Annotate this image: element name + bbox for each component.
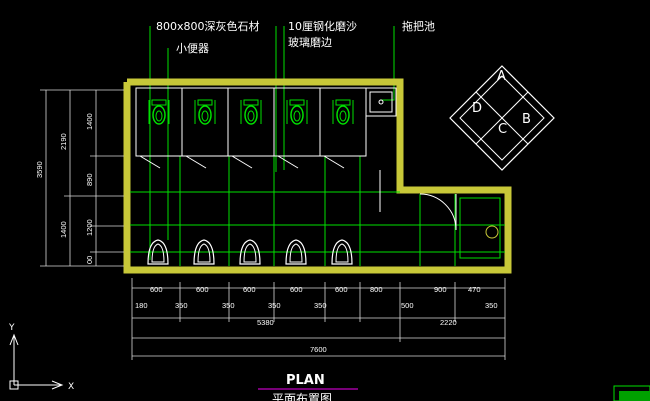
urinals — [147, 239, 353, 265]
dim-left-lower: 1400 — [59, 221, 68, 238]
mop-sink-annotation: 拖把池 — [402, 19, 435, 33]
building-walls — [123, 78, 512, 274]
dim-left-outer: 3590 — [35, 161, 44, 178]
dim-left-upper: 2190 — [59, 133, 68, 150]
urinal-annotation: 小便器 — [176, 42, 209, 55]
dim-b4-0: 7600 — [310, 345, 327, 354]
left-dimensions: 3590 2190 1400 1400 890 1200 00 — [35, 89, 124, 267]
stall-doors — [139, 155, 345, 169]
toilet-1 — [148, 99, 170, 125]
dim-b3-0: 5380 — [257, 318, 274, 327]
ucs-x-label: X — [68, 382, 74, 392]
urinal-2 — [193, 239, 215, 265]
bottom-dimensions: 600 600 600 600 600 800 900 470 180 350 … — [131, 278, 506, 360]
glass-annotation-line2: 玻璃磨边 — [288, 35, 332, 49]
dim-left-s3: 1200 — [85, 219, 94, 236]
dim-b3-1: 2220 — [440, 318, 457, 327]
dim-b2-1: 350 — [175, 301, 188, 310]
compass-label-d: D — [472, 101, 482, 116]
stall-2 — [181, 87, 229, 157]
dim-b1-2: 600 — [243, 285, 256, 294]
drawing-title: PLAN 平面布置图 — [258, 373, 358, 401]
compass-label-c: C — [498, 122, 507, 137]
dim-left-s4: 00 — [85, 256, 94, 264]
mop-sink — [365, 87, 397, 117]
dim-b2-5: 500 — [401, 301, 414, 310]
toilet-5 — [332, 99, 354, 125]
stall-3 — [227, 87, 275, 157]
dim-b2-0: 180 — [135, 301, 148, 310]
dim-b2-6: 350 — [485, 301, 498, 310]
urinal-5 — [331, 239, 353, 265]
compass-label-b: B — [522, 112, 531, 127]
title-subtitle: 平面布置图 — [272, 392, 332, 401]
dim-b1-6: 900 — [434, 285, 447, 294]
toilet-3 — [240, 99, 262, 125]
dim-left-s2: 890 — [85, 173, 94, 186]
glass-annotation-line1: 10厘钢化磨沙 — [288, 19, 357, 33]
stall-4 — [273, 87, 321, 157]
compass-diamond: A B C D — [449, 65, 555, 171]
stall-5 — [319, 87, 367, 157]
toilet-4 — [286, 99, 308, 125]
dim-b1-4: 600 — [335, 285, 348, 294]
floor-drain-icon — [485, 225, 499, 239]
ucs-y-label: Y — [8, 323, 15, 333]
dim-b2-3: 350 — [268, 301, 281, 310]
floor-tile-grid — [130, 156, 505, 266]
dim-b1-7: 470 — [468, 285, 481, 294]
urinal-1 — [147, 239, 169, 265]
toilet-stalls — [135, 87, 367, 157]
urinal-3 — [239, 239, 261, 265]
dim-b1-1: 600 — [196, 285, 209, 294]
toilet-fixtures — [148, 99, 354, 125]
title-plan: PLAN — [286, 373, 325, 388]
dim-b2-4: 350 — [314, 301, 327, 310]
dim-b1-0: 600 — [150, 285, 163, 294]
toilet-2 — [194, 99, 216, 125]
dim-b2-2: 350 — [222, 301, 235, 310]
dim-b1-5: 800 — [370, 285, 383, 294]
entry-door — [379, 170, 501, 259]
dim-b1-3: 600 — [290, 285, 303, 294]
ucs-axis-icon: Y X — [8, 323, 74, 392]
dim-left-stall: 1400 — [85, 113, 94, 130]
stall-1 — [135, 87, 183, 157]
compass-label-a: A — [497, 69, 506, 84]
stone-annotation: 800x800深灰色石材 — [156, 19, 260, 33]
urinal-4 — [285, 239, 307, 265]
corner-logo — [613, 385, 650, 401]
